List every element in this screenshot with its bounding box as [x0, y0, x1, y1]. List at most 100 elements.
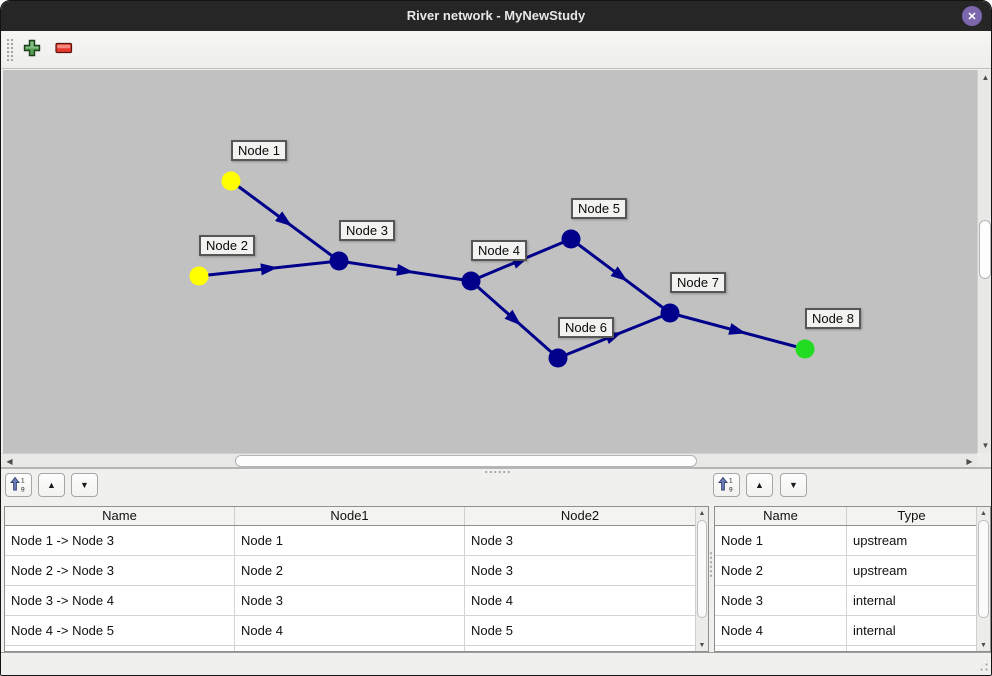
network-canvas[interactable]: Node 1 Node 2 Node 3 Node 4 Node 5 Node 6 Node… — [3, 70, 977, 453]
network-node-internal[interactable] — [461, 271, 481, 291]
remove-node-button[interactable] — [51, 37, 77, 63]
arrow-down-icon: ▼ — [80, 480, 89, 490]
reach-table-sort-button[interactable]: 1 9 — [5, 473, 32, 497]
scroll-up-icon[interactable]: ▲ — [980, 509, 987, 517]
horizontal-scroll-thumb[interactable] — [235, 455, 697, 467]
table-splitter-handle[interactable] — [709, 551, 713, 577]
table-cell[interactable]: upstream — [847, 526, 977, 555]
table-cell[interactable]: Node 1 — [235, 526, 465, 555]
network-node-internal[interactable] — [660, 303, 680, 323]
flow-direction-arrow-icon — [610, 266, 628, 282]
node-label[interactable]: Node 7 — [670, 272, 726, 293]
pane-splitter-line — [1, 467, 991, 469]
table-cell[interactable]: Node 4 — [715, 616, 847, 645]
table-cell[interactable]: upstream — [847, 556, 977, 585]
reach-table-scroll-thumb[interactable] — [697, 520, 707, 618]
node-table-sort-button[interactable]: 1 9 — [713, 473, 740, 497]
flow-direction-arrow-icon — [396, 263, 414, 276]
scroll-up-icon[interactable]: ▲ — [981, 73, 990, 82]
table-cell[interactable]: Node 2 — [235, 556, 465, 585]
window-title: River network - MyNewStudy — [406, 8, 586, 23]
node-label[interactable]: Node 5 — [571, 198, 627, 219]
scrollbar-corner — [977, 453, 991, 468]
network-node-internal[interactable] — [561, 229, 581, 249]
node-label[interactable]: Node 2 — [199, 235, 255, 256]
scroll-down-icon[interactable]: ▼ — [980, 641, 987, 649]
node-label[interactable]: Node 4 — [471, 240, 527, 261]
scroll-down-icon[interactable]: ▼ — [981, 441, 990, 450]
column-header[interactable]: Node2 — [465, 507, 696, 525]
reach-move-down-button[interactable]: ▼ — [71, 473, 98, 497]
table-cell[interactable]: Node 4 — [235, 616, 465, 645]
table-cell[interactable]: Node 1 — [715, 526, 847, 555]
scroll-left-icon[interactable]: ◀ — [6, 457, 13, 466]
network-node-internal[interactable] — [329, 251, 349, 271]
node-label[interactable]: Node 1 — [231, 140, 287, 161]
canvas-horizontal-scrollbar[interactable]: ◀ ▶ — [2, 453, 977, 468]
table-cell[interactable]: Node 4 — [465, 586, 696, 615]
close-button[interactable]: ✕ — [962, 6, 982, 26]
node-label[interactable]: Node 8 — [805, 308, 861, 329]
table-cell[interactable] — [235, 646, 465, 651]
add-node-button[interactable] — [19, 37, 45, 63]
table-cell[interactable]: Node 3 — [465, 556, 696, 585]
table-cell[interactable] — [715, 646, 847, 651]
network-node-downstream[interactable] — [795, 339, 815, 359]
node-move-down-button[interactable]: ▼ — [780, 473, 807, 497]
flow-direction-arrow-icon — [504, 309, 522, 326]
node-move-up-button[interactable]: ▲ — [746, 473, 773, 497]
pane-splitter-handle[interactable] — [484, 470, 511, 474]
main-toolbar — [2, 31, 991, 69]
network-node-upstream[interactable] — [189, 266, 209, 286]
node-table-scroll-thumb[interactable] — [978, 520, 989, 618]
vertical-scroll-thumb[interactable] — [979, 220, 991, 279]
title-bar[interactable]: River network - MyNewStudy ✕ — [1, 1, 991, 31]
node-label[interactable]: Node 6 — [558, 317, 614, 338]
arrow-up-icon: ▲ — [755, 480, 764, 490]
flow-direction-arrow-icon — [728, 323, 747, 335]
table-cell[interactable]: Node 3 — [465, 526, 696, 555]
column-header[interactable]: Node1 — [235, 507, 465, 525]
table-cell[interactable]: Node 4 -> Node 5 — [5, 616, 235, 645]
table-cell[interactable]: Node 3 — [715, 586, 847, 615]
network-node-upstream[interactable] — [221, 171, 241, 191]
table-cell[interactable]: internal — [847, 616, 977, 645]
reach-move-up-button[interactable]: ▲ — [38, 473, 65, 497]
node-table-scrollbar[interactable]: ▲ ▼ — [976, 507, 990, 651]
plus-icon — [23, 39, 41, 62]
table-cell[interactable]: Node 3 — [235, 586, 465, 615]
column-header[interactable]: Type — [847, 507, 977, 525]
table-cell[interactable]: internal — [847, 586, 977, 615]
toolbar-drag-handle[interactable] — [6, 38, 15, 63]
reach-table-scrollbar[interactable]: ▲ ▼ — [695, 507, 708, 651]
table-cell[interactable]: Node 3 -> Node 4 — [5, 586, 235, 615]
table-cell[interactable] — [5, 646, 235, 651]
node-label[interactable]: Node 3 — [339, 220, 395, 241]
resize-grip[interactable] — [974, 657, 990, 673]
scroll-up-icon[interactable]: ▲ — [698, 509, 706, 517]
column-header[interactable]: Name — [5, 507, 235, 525]
column-header[interactable]: Name — [715, 507, 847, 525]
table-cell[interactable]: Node 2 -> Node 3 — [5, 556, 235, 585]
canvas-vertical-scrollbar[interactable]: ▲ ▼ — [977, 70, 991, 453]
scroll-right-icon[interactable]: ▶ — [966, 457, 973, 466]
scroll-down-icon[interactable]: ▼ — [698, 641, 706, 649]
table-cell[interactable]: Node 5 — [465, 616, 696, 645]
table-cell[interactable]: Node 2 — [715, 556, 847, 585]
network-node-internal[interactable] — [548, 348, 568, 368]
table-cell[interactable]: Node 1 -> Node 3 — [5, 526, 235, 555]
